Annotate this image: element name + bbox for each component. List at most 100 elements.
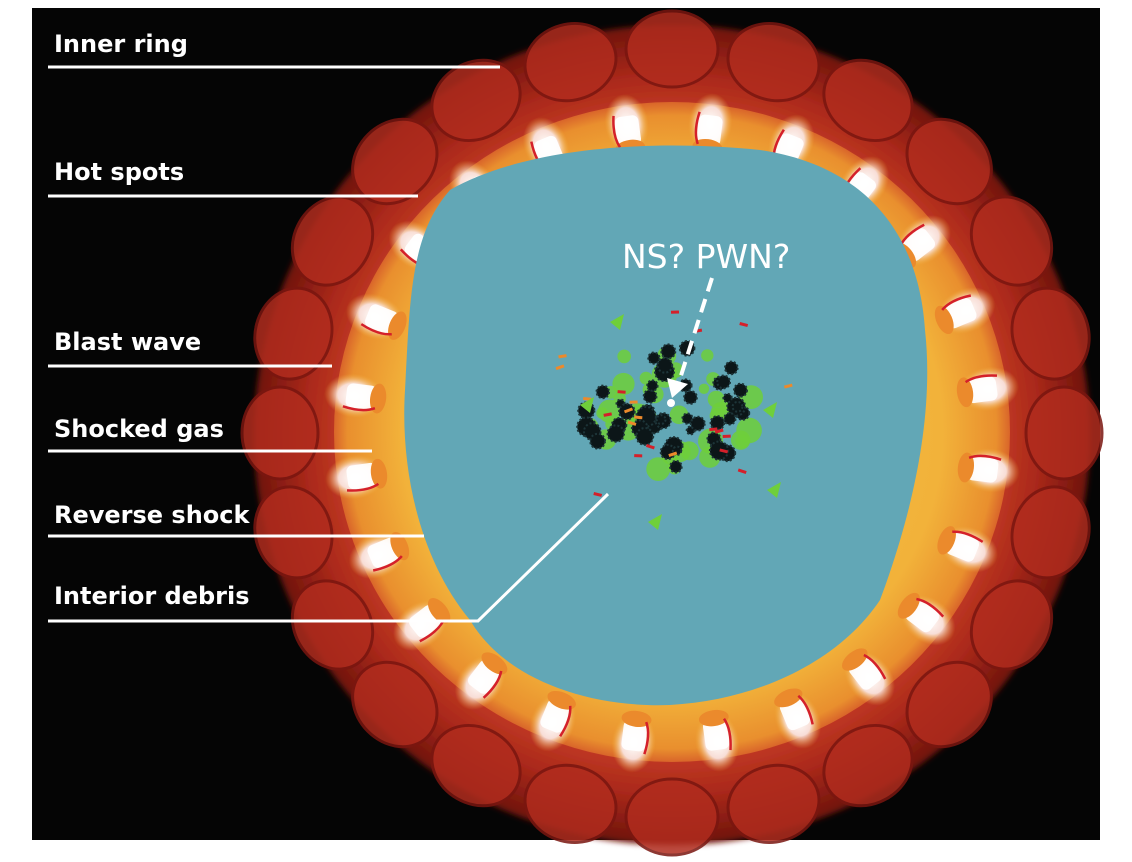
filament [612,115,622,149]
shell-bump [969,579,1054,671]
filament [722,717,732,751]
leader-interior-debris [48,492,610,623]
shell-bump [905,117,993,206]
debris-green [735,434,750,449]
filament [482,670,503,699]
hot-spot-clump [481,652,508,675]
shell-bump [523,763,618,844]
hot-spot [529,690,577,752]
debris-streak [627,420,637,426]
filament [694,111,701,145]
center-arrow [667,277,714,398]
filament [941,294,972,311]
shell-bump [822,723,914,808]
debris-dark [642,388,658,404]
label-reverse-shock: Reverse shock [54,501,251,529]
shell-bump [240,385,320,481]
hot-spot-clump [547,690,576,710]
hot-spot [897,592,956,646]
debris-dark [635,427,655,446]
debris-dark [606,424,625,443]
debris-fragment [580,397,594,413]
hot-spot [325,454,388,500]
shell-bump [1010,286,1091,381]
hot-spot-core [345,383,377,410]
debris-streak [737,468,747,475]
debris-fragment [610,314,624,330]
hot-spot-clump [842,648,868,671]
filament [968,454,1002,461]
debris-streak [714,428,724,434]
filament [863,653,887,680]
debris-streak [623,407,634,414]
debris-dark [708,440,730,461]
hot-spot [957,448,1020,493]
hot-spot-clump [698,709,729,727]
hot-spot-clump [937,526,956,555]
label-inner-ring: Inner ring [54,30,188,58]
hot-spot-core [614,115,642,147]
debris-streak [603,412,612,417]
hot-spot-core [967,456,999,483]
debris-green [646,457,671,481]
debris-green [698,383,710,394]
filament [372,555,403,572]
hot-spot-core [621,720,648,752]
interior-debris-cluster [555,310,793,530]
shell-bump [726,22,821,103]
hot-spot-core [702,719,730,751]
debris-fragment [648,514,662,530]
shell-bump [624,9,720,89]
shell-bump [726,763,821,844]
hot-spot [937,525,998,573]
debris-dark [681,412,694,425]
debris-streak [583,397,592,401]
hot-spot [774,688,822,749]
hot-spot-clump [957,452,975,483]
hot-spot [956,366,1019,412]
debris-dark [646,379,659,392]
shell-bump [822,58,914,143]
debris-streak [593,492,603,497]
debris-dark [659,443,676,461]
hot-spot-core [966,376,998,404]
filament [360,323,392,336]
hot-spot [934,287,996,335]
leader-lines [48,65,610,623]
debris-dark [733,382,748,398]
filament [916,597,945,618]
debris-streak [783,383,793,389]
debris-dark [660,343,677,360]
label-hot-spots: Hot spots [54,158,184,186]
debris-streak [645,443,655,450]
debris-fragment [763,402,777,418]
hot-spot [842,648,895,706]
hot-spot [348,531,410,579]
shell-bump [905,660,993,749]
debris-streak [709,427,718,432]
debris-dark [722,392,733,404]
shell-bump [290,195,375,287]
filament [952,530,984,543]
hot-spot [695,709,740,772]
label-interior-debris: Interior debris [54,582,250,610]
debris-streak [558,354,567,359]
shell-bump [430,723,522,808]
hot-spot-clump [390,531,410,561]
hot-spot [454,652,508,710]
shell-bump [351,660,439,749]
debris-green [612,372,635,396]
debris-streak [617,390,626,394]
hot-spot [324,373,387,418]
debris-dark [595,384,611,400]
debris-dark [655,414,667,426]
hot-spot-clump [370,458,388,489]
label-blast-wave: Blast wave [54,328,201,356]
hot-spots [324,93,1020,773]
filament [797,694,814,725]
outer-shell-bumps [240,9,1104,857]
debris-streak [739,322,749,328]
hot-spot-clump [388,311,407,340]
hot-spot-clump [774,688,803,708]
